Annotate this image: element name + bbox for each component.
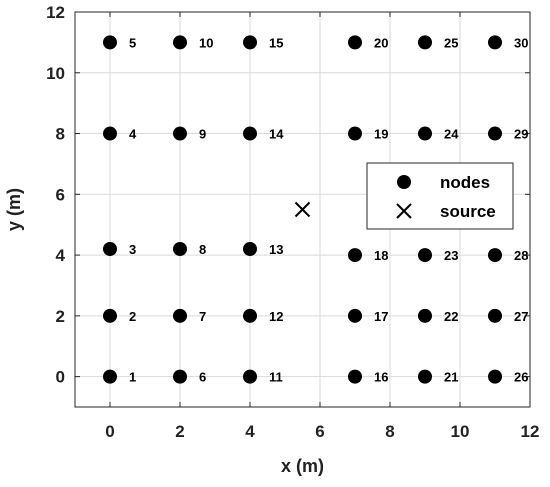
node-point — [173, 369, 187, 384]
node-point — [488, 35, 502, 50]
node-label: 23 — [444, 248, 458, 263]
node-point — [103, 369, 117, 384]
node-label: 11 — [269, 370, 283, 385]
x-tick-label: 8 — [385, 422, 394, 441]
node-label: 28 — [514, 248, 528, 263]
legend-nodes-marker — [397, 175, 411, 189]
y-tick-label: 10 — [46, 64, 65, 83]
node-point — [488, 126, 502, 141]
node-point — [488, 369, 502, 384]
node-label: 26 — [514, 370, 528, 385]
node-point — [103, 35, 117, 50]
node-point — [173, 126, 187, 141]
x-tick-label: 4 — [245, 422, 255, 441]
data-marks: 1234567891011121314151617181920212223242… — [103, 35, 528, 385]
node-point — [103, 126, 117, 141]
y-tick-label: 2 — [56, 307, 65, 326]
node-label: 24 — [444, 127, 459, 142]
legend: nodes source — [366, 162, 514, 230]
node-point — [243, 308, 257, 323]
node-point — [418, 35, 432, 50]
node-label: 12 — [269, 309, 283, 324]
node-label: 19 — [374, 127, 388, 142]
node-point — [348, 369, 362, 384]
node-point — [243, 126, 257, 141]
node-point — [348, 248, 362, 263]
node-point — [488, 248, 502, 263]
x-axis-title: x (m) — [281, 456, 324, 476]
x-tick-label: 12 — [521, 422, 540, 441]
node-label: 15 — [269, 35, 283, 50]
node-label: 7 — [199, 309, 206, 324]
node-point — [173, 308, 187, 323]
node-label: 29 — [514, 127, 528, 142]
node-point — [348, 126, 362, 141]
legend-source-marker — [396, 203, 412, 219]
node-label: 3 — [129, 242, 136, 257]
node-point — [348, 35, 362, 50]
node-label: 9 — [199, 127, 206, 142]
node-label: 13 — [269, 242, 283, 257]
node-point — [243, 242, 257, 256]
node-label: 22 — [444, 309, 458, 324]
legend-source-label: source — [440, 202, 496, 221]
node-label: 5 — [129, 35, 136, 50]
node-label: 1 — [129, 370, 136, 385]
x-tick-label: 2 — [175, 422, 184, 441]
node-label: 21 — [444, 370, 458, 385]
node-label: 10 — [199, 35, 213, 50]
node-point — [348, 308, 362, 323]
node-point — [103, 242, 117, 256]
node-point — [418, 369, 432, 384]
node-label: 27 — [514, 309, 528, 324]
y-tick-label: 0 — [56, 368, 65, 387]
node-label: 25 — [444, 35, 458, 50]
y-tick-label: 4 — [56, 246, 66, 265]
node-label: 8 — [199, 242, 206, 257]
y-axis-title: y (m) — [4, 188, 24, 231]
node-point — [243, 369, 257, 384]
node-label: 18 — [374, 248, 388, 263]
node-point — [103, 308, 117, 323]
node-point — [418, 308, 432, 323]
node-label: 20 — [374, 35, 388, 50]
node-point — [418, 126, 432, 141]
legend-box — [366, 162, 514, 230]
node-point — [488, 308, 502, 323]
node-label: 17 — [374, 309, 388, 324]
node-label: 4 — [129, 127, 137, 142]
x-tick-label: 6 — [315, 422, 324, 441]
legend-nodes-label: nodes — [440, 173, 490, 192]
y-tick-label: 6 — [56, 185, 65, 204]
y-tick-label: 12 — [46, 3, 65, 22]
node-point — [418, 248, 432, 263]
source-point — [294, 201, 311, 218]
plot-frame — [74, 11, 531, 408]
node-label: 14 — [269, 127, 284, 142]
y-tick-label: 8 — [56, 125, 65, 144]
node-label: 2 — [129, 309, 136, 324]
x-tick-label: 0 — [105, 422, 114, 441]
node-point — [243, 35, 257, 50]
node-label: 30 — [514, 35, 528, 50]
node-label: 6 — [199, 370, 206, 385]
node-point — [173, 242, 187, 256]
node-point — [173, 35, 187, 50]
node-label: 16 — [374, 370, 388, 385]
x-tick-label: 10 — [451, 422, 470, 441]
